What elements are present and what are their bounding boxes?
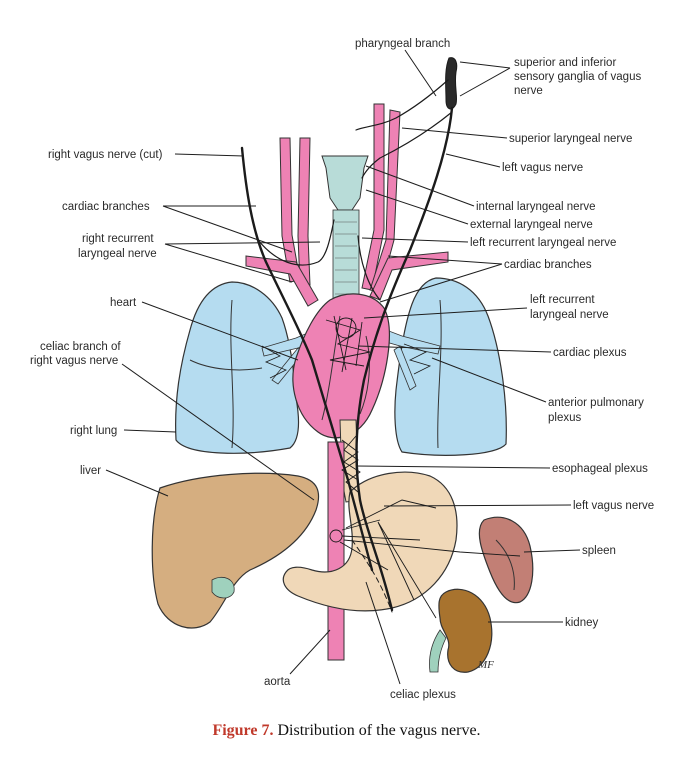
- heart: [292, 293, 390, 439]
- label-left-recurrent-mid-line1: left recurrent: [530, 294, 595, 306]
- heart-line: [321, 315, 341, 421]
- stomach: [282, 471, 458, 612]
- label-superior-laryngeal-nerve: superior laryngeal nerve: [509, 133, 632, 145]
- spleen: [478, 516, 534, 604]
- label-pharyngeal-branch: pharyngeal branch: [355, 38, 450, 50]
- aorta: [327, 441, 345, 661]
- label-left-recurrent-top: left recurrent laryngeal nerve: [470, 237, 616, 249]
- label-right-vagus-nerve-cut: right vagus nerve (cut): [48, 149, 163, 161]
- label-right-recurrent-line1: right recurrent: [82, 233, 154, 245]
- left-vagus-nerve-path: [355, 106, 454, 612]
- label-esophageal-plexus: esophageal plexus: [552, 463, 648, 475]
- spleen-line: [495, 539, 515, 591]
- label-external-laryngeal-nerve: external laryngeal nerve: [470, 219, 593, 231]
- vagus-ganglia: [445, 57, 458, 110]
- label-heart: heart: [110, 297, 137, 309]
- label-ganglia-line2: sensory ganglia of vagus: [514, 71, 641, 83]
- label-ganglia-line1: superior and inferior: [514, 57, 616, 69]
- label-aorta: aorta: [264, 676, 291, 688]
- label-anterior-pulmonary-line2: plexus: [548, 412, 581, 424]
- label-cardiac-branches-left: cardiac branches: [62, 201, 150, 213]
- ureter: [429, 629, 447, 673]
- larynx: [321, 155, 369, 211]
- figure-caption: Figure 7. Distribution of the vagus nerv…: [0, 722, 693, 740]
- right-recurrent-path: [257, 219, 335, 266]
- kidney: [438, 588, 493, 673]
- superior-laryngeal-nerve-path: [361, 111, 453, 179]
- label-celiac-branch-line1: celiac branch of: [40, 341, 121, 353]
- label-left-vagus-nerve-top: left vagus nerve: [502, 162, 583, 174]
- label-cardiac-branches-right: cardiac branches: [504, 259, 592, 271]
- right-lung-fissure: [230, 299, 234, 449]
- leader-lines: [105, 49, 581, 685]
- pharyngeal-branch-path: [355, 79, 449, 131]
- pulmonary-plexus-mesh: [261, 343, 432, 379]
- esophageal-plexus-mesh: [341, 435, 361, 493]
- label-left-vagus-nerve-bottom: left vagus nerve: [573, 500, 654, 512]
- liver: [151, 472, 320, 629]
- label-liver: liver: [80, 465, 101, 477]
- right-lung: [175, 281, 300, 454]
- left-lung: [394, 277, 507, 456]
- label-left-recurrent-mid-line2: laryngeal nerve: [530, 309, 609, 321]
- heart-line-2: [359, 335, 370, 415]
- cardiac-plexus-mesh: [325, 315, 371, 373]
- artist-signature: MF: [477, 659, 494, 671]
- label-cardiac-plexus: cardiac plexus: [553, 347, 627, 359]
- label-ganglia-line3: nerve: [514, 85, 543, 97]
- label-anterior-pulmonary-line1: anterior pulmonary: [548, 397, 644, 409]
- left-recurrent-path: [357, 235, 381, 301]
- right-vagus-nerve-path: [240, 146, 374, 572]
- posterior-vagal-dashed: [351, 539, 393, 613]
- caption-figure-number: Figure 7.: [212, 722, 274, 739]
- right-lung-fissure-2: [189, 359, 263, 371]
- label-right-lung: right lung: [70, 425, 117, 437]
- caption-text: Distribution of the vagus nerve.: [273, 722, 481, 739]
- great-vessels: [245, 103, 449, 307]
- label-celiac-plexus: celiac plexus: [390, 689, 456, 701]
- gallbladder: [211, 576, 235, 599]
- label-right-recurrent-line2: laryngeal nerve: [78, 248, 157, 260]
- label-internal-laryngeal-nerve: internal laryngeal nerve: [476, 201, 596, 213]
- label-spleen: spleen: [582, 545, 616, 557]
- left-lung-fissure: [437, 299, 442, 449]
- label-celiac-branch-line2: right vagus nerve: [30, 355, 118, 367]
- label-kidney: kidney: [565, 617, 598, 629]
